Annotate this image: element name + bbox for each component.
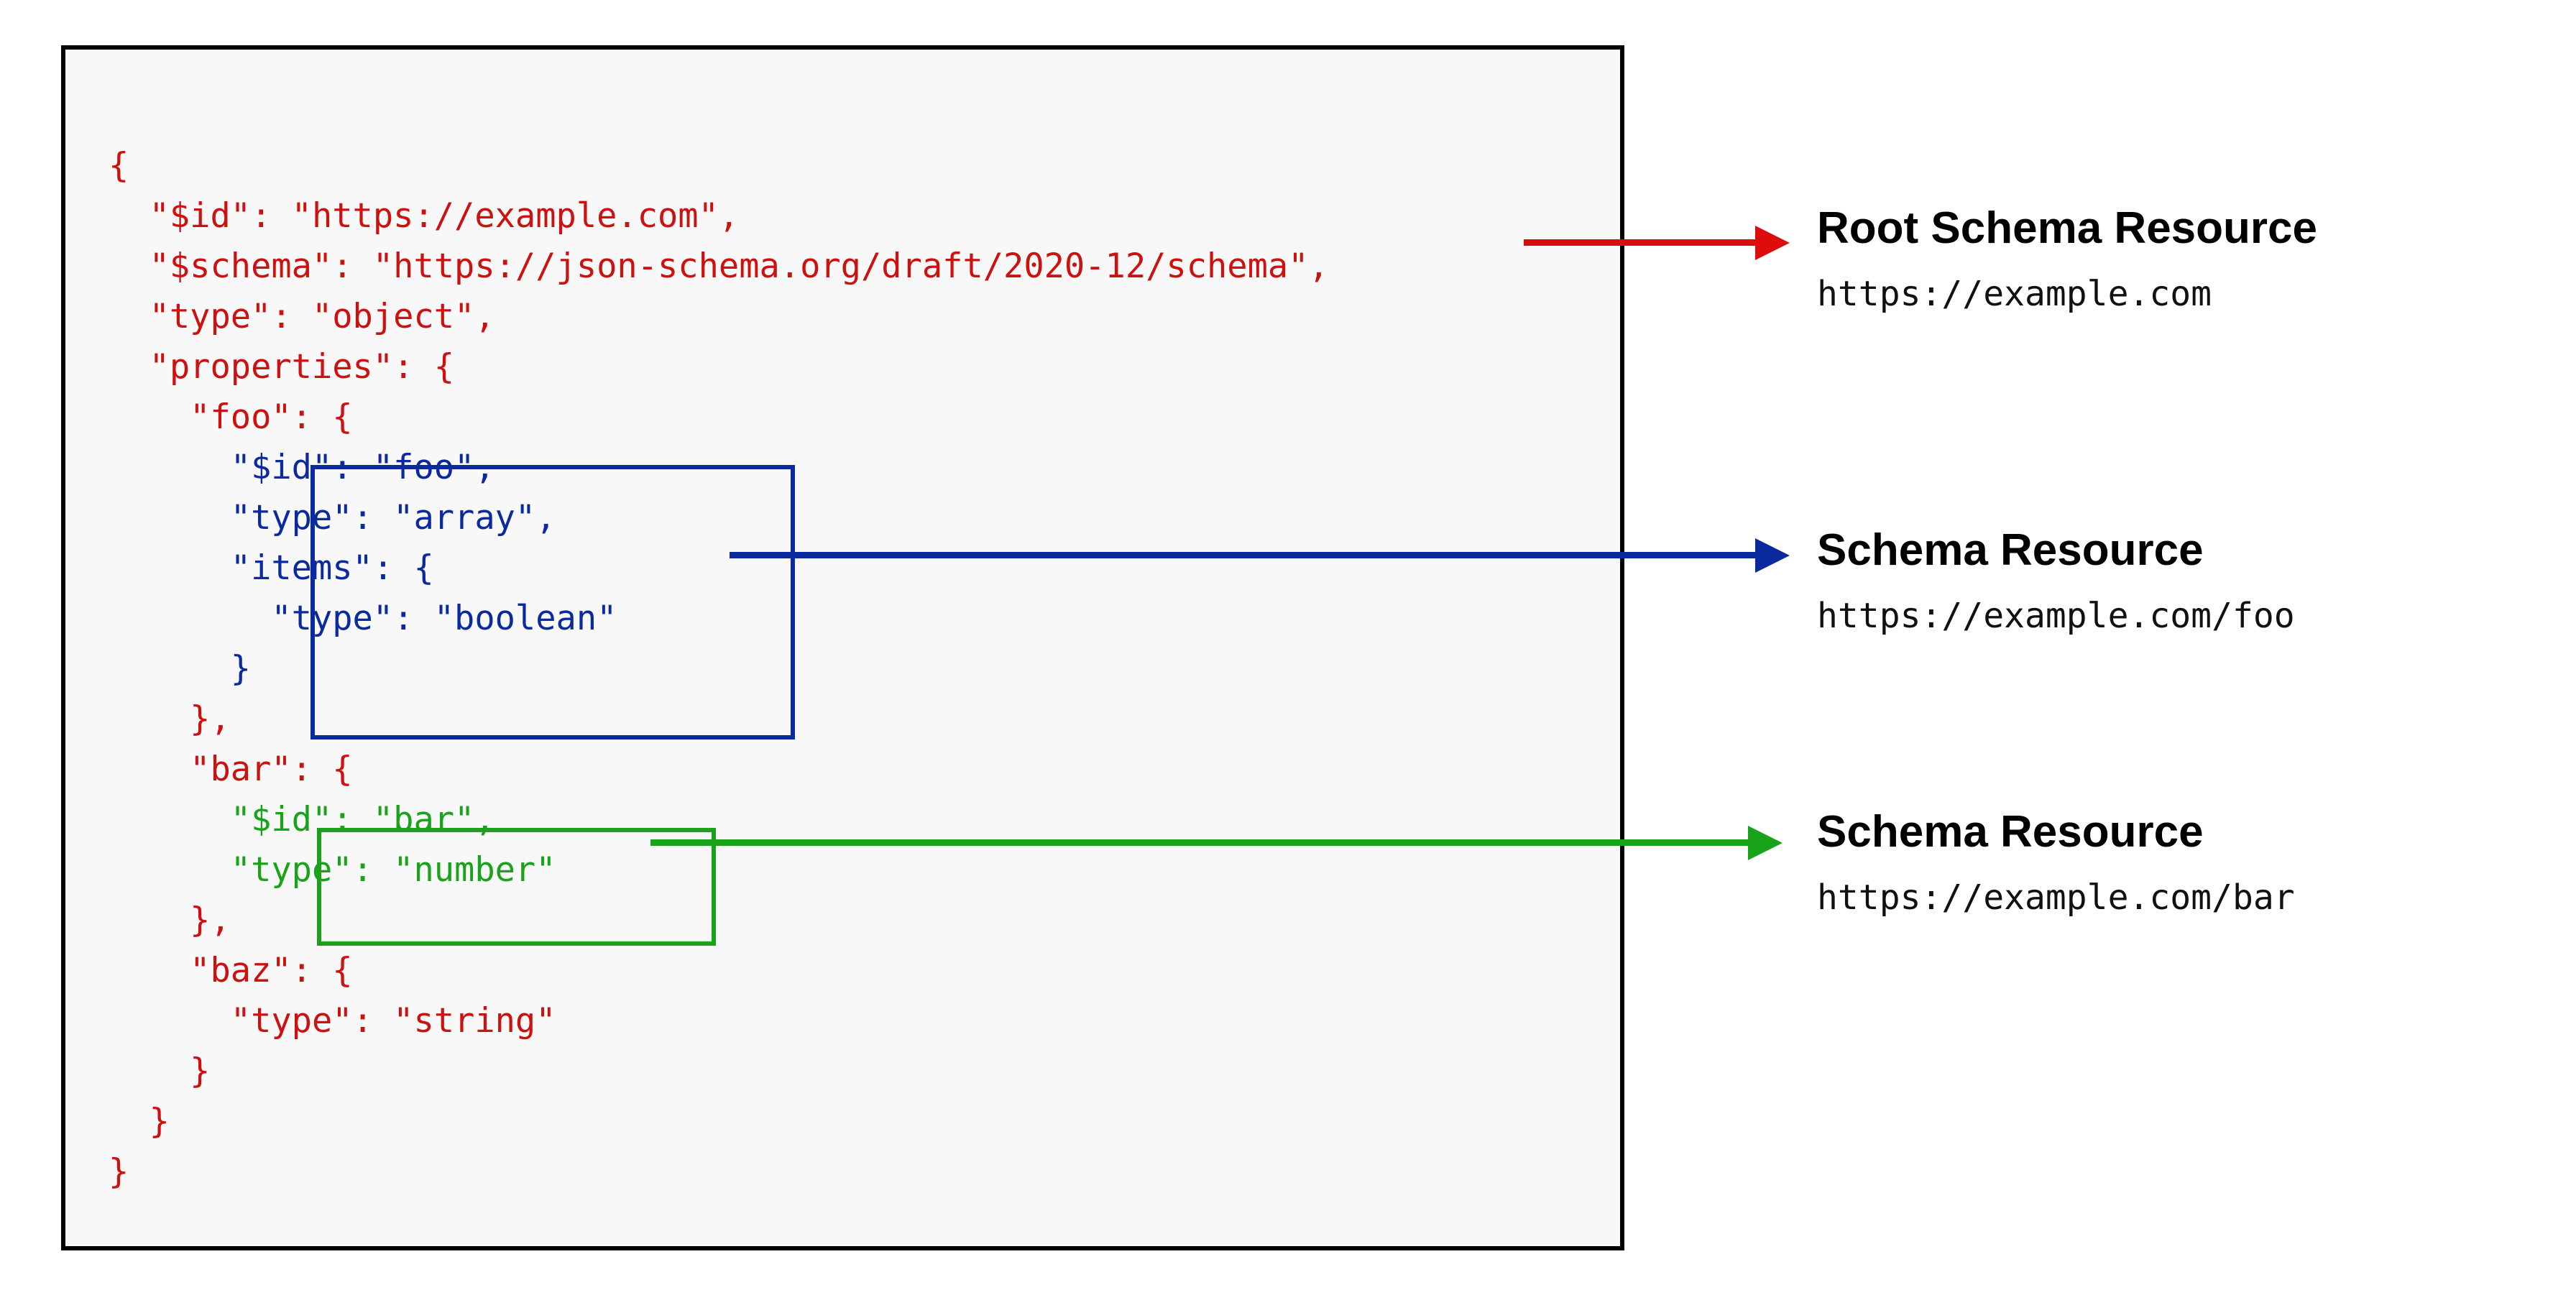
annotation-title: Schema Resource <box>1817 525 2204 575</box>
arrow-head-icon <box>1755 538 1790 573</box>
annotation-url: https://example.com <box>1817 274 2212 314</box>
arrow-head-icon <box>1748 826 1782 860</box>
code-line: "bar": { <box>109 750 353 789</box>
code-line: "properties": { <box>109 347 455 387</box>
code-line: "$id": "https://example.com", <box>109 196 740 236</box>
code-line: "foo": { <box>109 397 353 437</box>
code-line: { <box>109 146 129 185</box>
code-line: } <box>109 1152 129 1192</box>
code-line: "$schema": "https://json-schema.org/draf… <box>109 246 1329 286</box>
code-line: "$id": "bar", <box>109 800 495 839</box>
code-line: } <box>109 1102 170 1141</box>
annotation-title: Root Schema Resource <box>1817 203 2317 253</box>
code-line: }, <box>109 900 231 940</box>
json-code-block: { "$id": "https://example.com", "$schema… <box>109 141 1329 1197</box>
code-line: "type": "number" <box>109 850 556 890</box>
arrow-shaft <box>1524 239 1755 246</box>
code-line: } <box>109 649 252 688</box>
arrow-head-icon <box>1755 226 1790 260</box>
code-line: "type": "array", <box>109 498 556 538</box>
code-line: }, <box>109 699 231 739</box>
json-schema-code-panel: { "$id": "https://example.com", "$schema… <box>61 45 1624 1250</box>
code-line: "items": { <box>109 548 434 588</box>
annotation-foo-schema-resource: Schema Resource https://example.com/foo <box>1817 525 2550 637</box>
annotation-url: https://example.com/foo <box>1817 596 2295 636</box>
code-line: "baz": { <box>109 951 353 990</box>
annotation-url: https://example.com/bar <box>1817 877 2295 918</box>
code-line: "type": "boolean" <box>109 599 617 638</box>
annotation-bar-schema-resource: Schema Resource https://example.com/bar <box>1817 806 2550 918</box>
code-line: "type": "string" <box>109 1001 556 1041</box>
arrow-shaft <box>730 552 1755 558</box>
code-line: "$id": "foo", <box>109 448 495 487</box>
annotation-root-schema-resource: Root Schema Resource https://example.com <box>1817 203 2550 315</box>
code-line: "type": "object", <box>109 297 495 336</box>
arrow-shaft <box>650 839 1748 846</box>
annotation-title: Schema Resource <box>1817 807 2204 857</box>
code-line: } <box>109 1051 211 1091</box>
